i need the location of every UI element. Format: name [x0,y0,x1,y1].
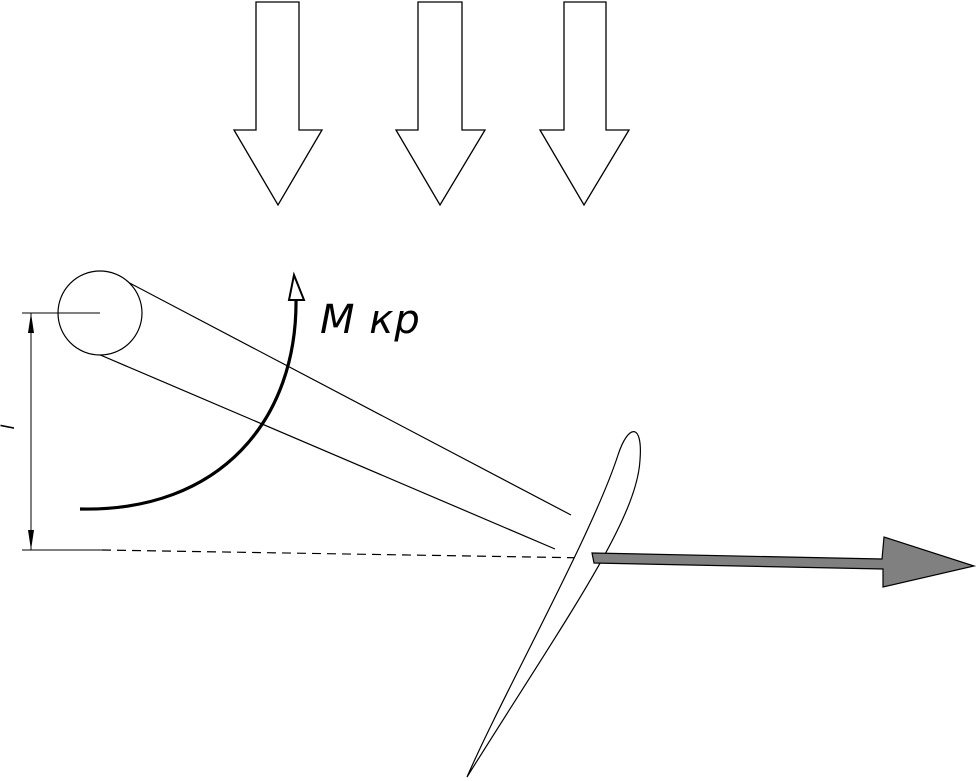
arm-edge-bottom [90,350,556,550]
flow-arrow-1 [232,1,324,207]
flow-arrow-2 [394,1,487,207]
arm-edge-top [121,278,572,516]
flow-arrow-3 [538,1,631,207]
flow-arrows [232,1,631,207]
airfoil [466,431,641,778]
moment-label: M кр [320,297,421,343]
moment-arrowhead [287,271,306,301]
dimension-arrowhead-top [28,313,34,333]
dimension-arrowhead-bottom [28,530,34,550]
reference-dashed-line [101,549,593,559]
force-arrow [591,536,976,588]
dimension-label: l [0,424,19,429]
arm [90,278,572,550]
moment-arrow-curve [79,296,298,511]
